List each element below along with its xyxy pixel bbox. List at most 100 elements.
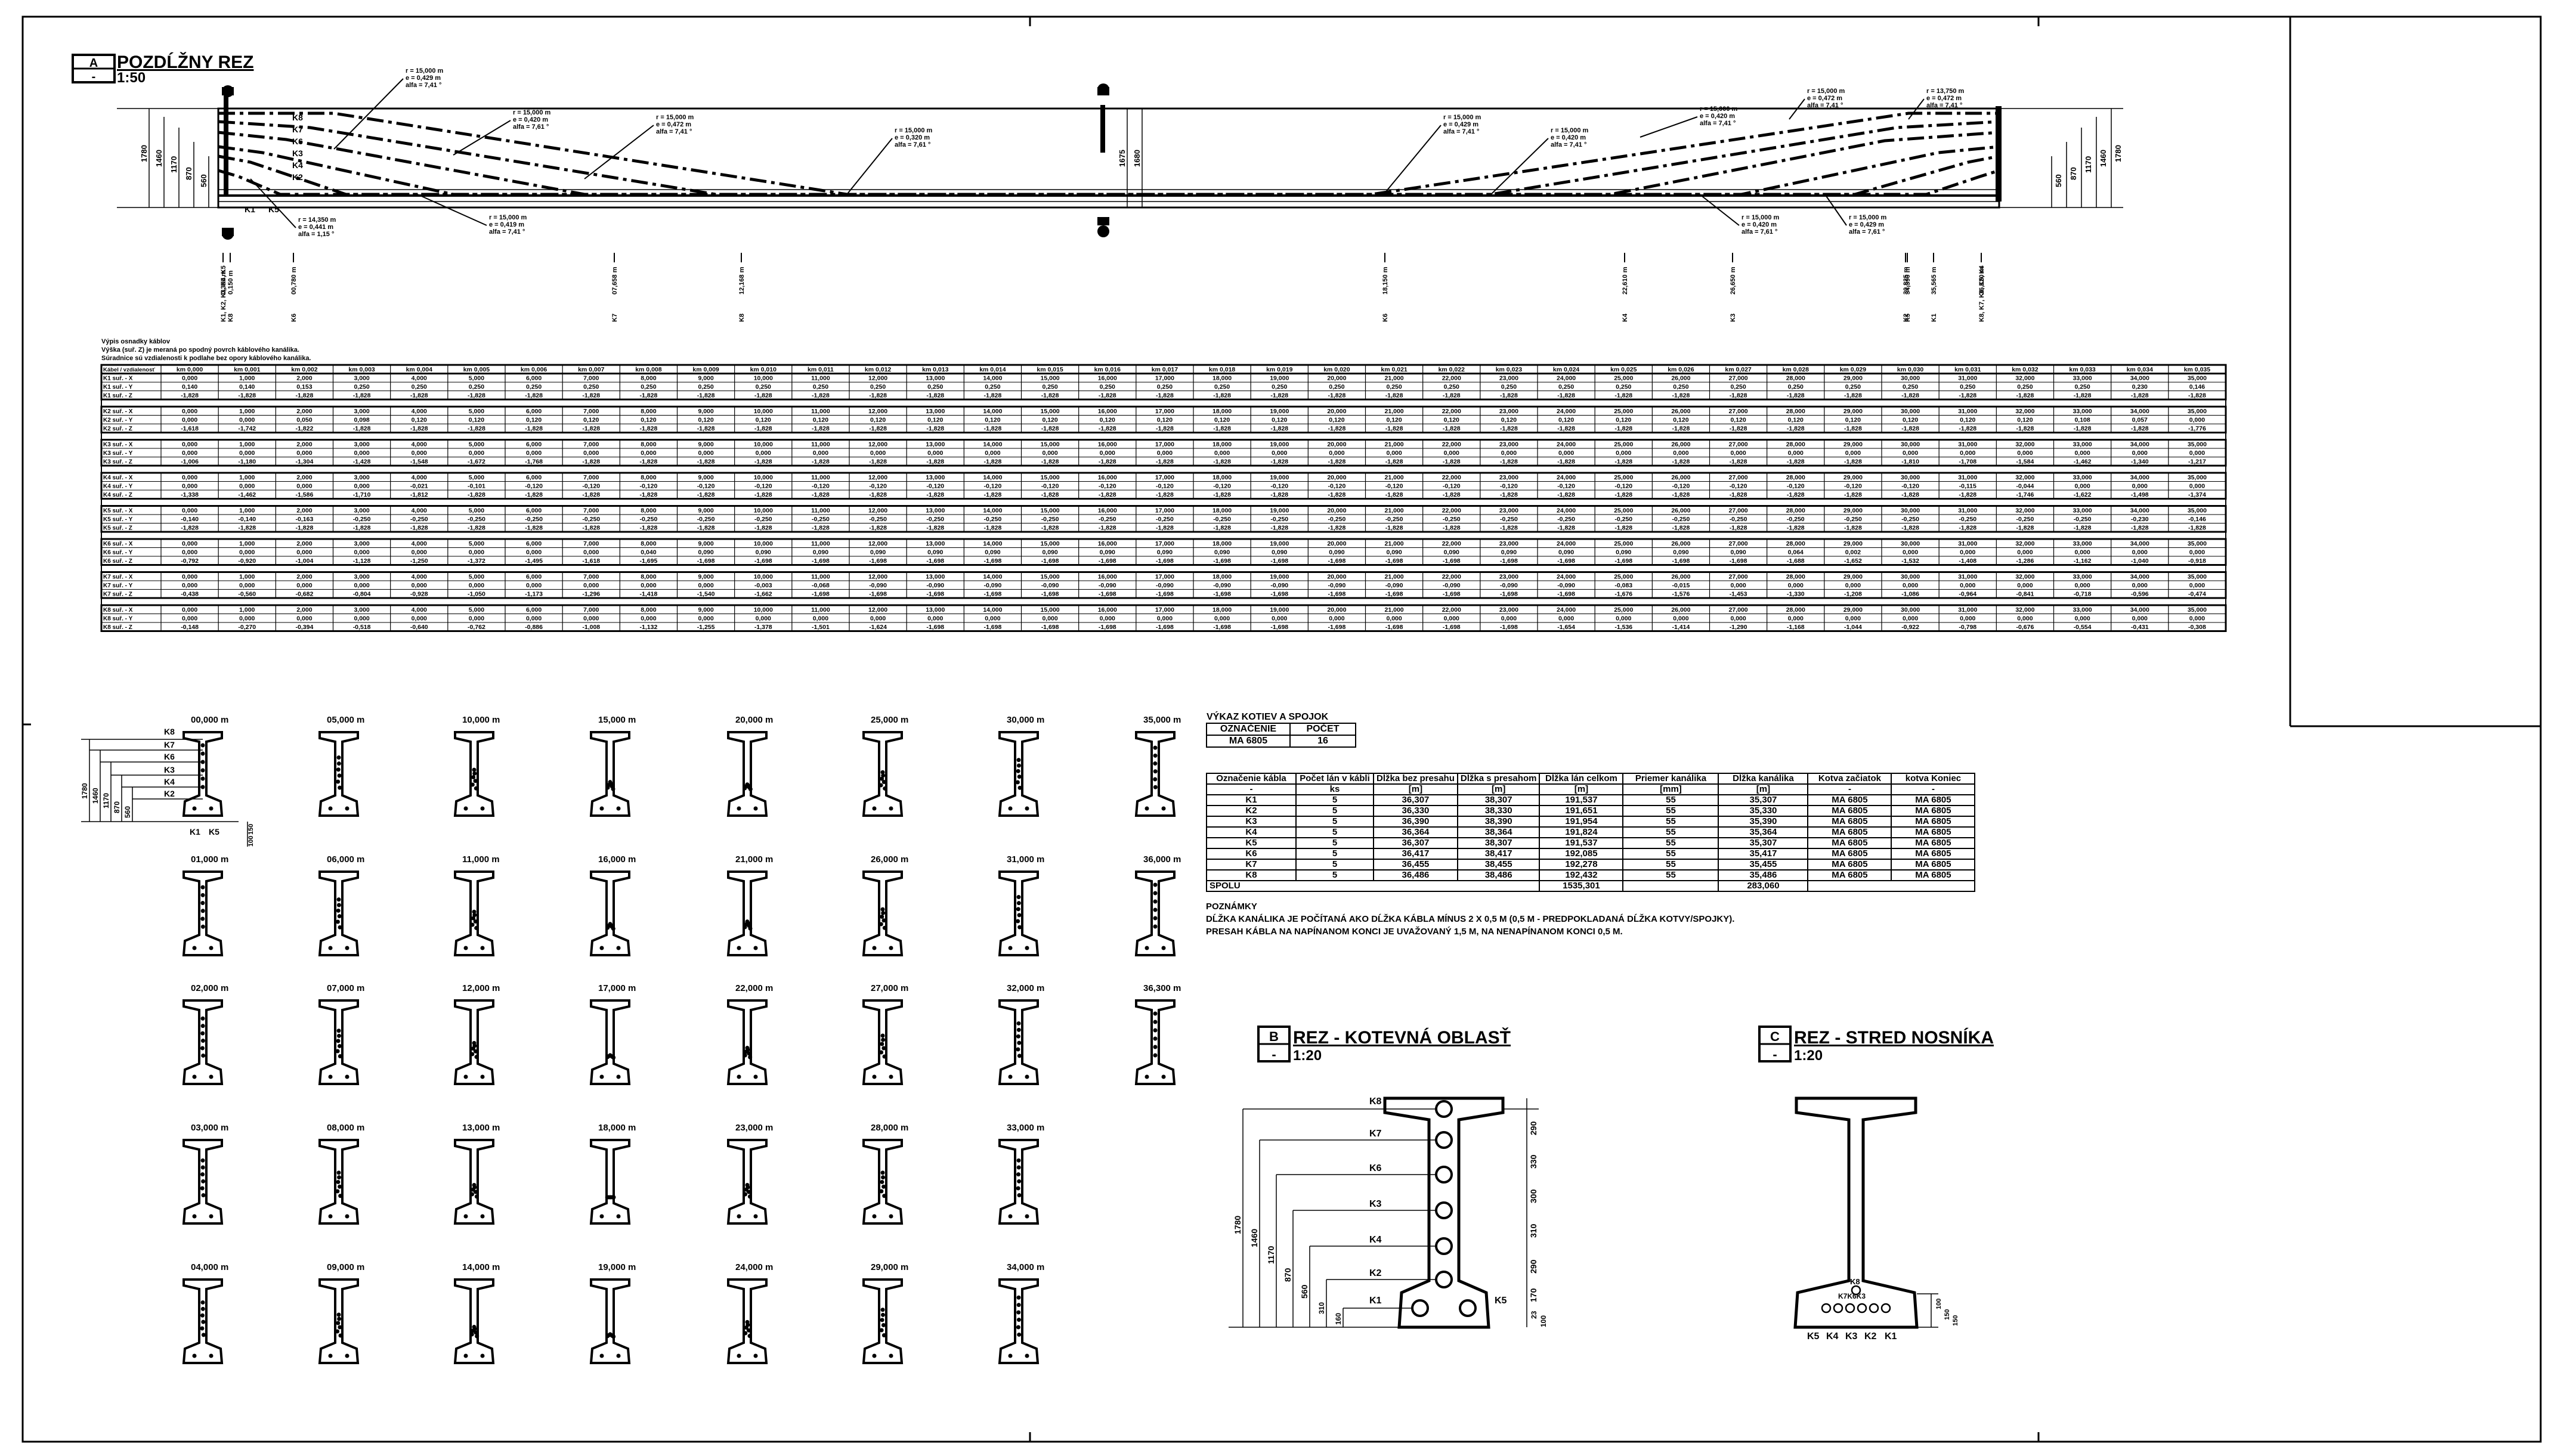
coord-cell: -1,828 — [1614, 491, 1632, 498]
duct-dot — [200, 924, 205, 929]
first-tendon: K3 — [164, 765, 175, 775]
coord-cell: 35,000 — [2188, 574, 2207, 581]
coord-cell: -1,828 — [2074, 525, 2092, 532]
coord-cell: 0,090 — [1444, 549, 1459, 556]
duct-label: K6 — [1369, 1163, 1382, 1173]
coord-cell: 28,000 — [1786, 540, 1805, 547]
duct-dot — [881, 910, 886, 915]
coord-cell: -1,828 — [926, 491, 944, 498]
coord-cell: 21,000 — [1385, 474, 1404, 481]
cable-table-cell: 191,651 — [1539, 805, 1624, 817]
duct-dot — [200, 751, 205, 756]
duct-dot — [1025, 1214, 1029, 1219]
coord-cell: 0,000 — [2074, 615, 2090, 622]
duct-dot — [599, 1353, 604, 1358]
coord-cell: -1,828 — [1041, 425, 1059, 432]
coord-cell: 27,000 — [1729, 574, 1748, 581]
coord-cell: 0,250 — [1730, 383, 1746, 391]
coord-cell: -1,828 — [1844, 525, 1862, 532]
section-c-mark-top: C — [1770, 1029, 1780, 1044]
coord-cell: 0,000 — [1845, 582, 1861, 589]
coord-cell: -1,168 — [1787, 624, 1805, 631]
coord-cell: -1,498 — [2131, 491, 2149, 498]
curve-leader — [1908, 98, 1925, 120]
cross-section-outline — [589, 1139, 631, 1225]
duct-dot — [881, 780, 886, 785]
coord-cell: -1,698 — [1099, 557, 1116, 565]
coord-table-row: K2 suř. - Z-1,618-1,742-1,822-1,828-1,82… — [103, 425, 2206, 432]
duct-dot — [338, 1333, 343, 1338]
duct-dot — [1153, 924, 1158, 929]
duct-dot — [336, 1033, 341, 1038]
duct-dot — [881, 1184, 886, 1189]
curve-label-line: r = 15,000 m — [1551, 127, 1589, 134]
coord-cell: 0,000 — [2132, 582, 2148, 589]
cross-section-label: 30,000 m — [1007, 715, 1044, 725]
cross-section-outline — [182, 999, 224, 1085]
coord-cell: 0,000 — [2189, 417, 2205, 424]
coord-cell: 0,000 — [526, 450, 542, 457]
coord-cell: 0,250 — [1960, 383, 1975, 391]
coord-cell: 19,000 — [1270, 507, 1289, 515]
coord-cell: -1,698 — [984, 557, 1002, 565]
coord-cell: 0,000 — [813, 450, 828, 457]
cross-section-label: 31,000 m — [1007, 854, 1044, 865]
coord-row-label: K6 suř. - Y — [103, 550, 133, 556]
coord-cell: 0,000 — [1214, 615, 1230, 622]
duct-dot — [1153, 761, 1158, 766]
coord-cell: 0,000 — [182, 408, 197, 415]
coord-cell: 21,000 — [1385, 507, 1404, 515]
duct-dot — [480, 946, 485, 950]
section-a-mark-bottom: - — [92, 70, 96, 83]
coord-cell: 0,000 — [239, 549, 255, 556]
cross-section-outline — [589, 999, 631, 1085]
curve-leader — [333, 78, 404, 150]
coord-cell: -1,698 — [1500, 591, 1518, 598]
coord-cell: 0,000 — [698, 582, 713, 589]
coord-cell: 3,000 — [354, 507, 369, 515]
duct-dot — [1153, 1053, 1158, 1058]
section-c: C - REZ - STRED NOSNÍKA 1:20 K8 K7K6K3 K… — [1758, 1026, 1994, 1342]
coord-cell: 25,000 — [1614, 540, 1633, 547]
coord-table-header: km 0,008 — [635, 366, 662, 373]
coord-cell: 0,000 — [469, 549, 484, 556]
coord-cell: 0,250 — [1616, 383, 1631, 391]
duct-dot — [1016, 1172, 1021, 1177]
cross-section: 08,000 m — [318, 1123, 364, 1225]
duct-dot — [880, 770, 885, 775]
coord-cell: 11,000 — [811, 375, 830, 382]
coord-cell: 11,000 — [811, 474, 830, 481]
cross-section-outline — [453, 870, 495, 956]
coord-cell: 7,000 — [583, 574, 599, 581]
coord-cell: -0,798 — [1959, 624, 1976, 631]
cross-section-label: 19,000 m — [598, 1262, 636, 1272]
coord-row-label: K2 suř. - X — [103, 408, 133, 415]
coord-table-header: km 0,026 — [1668, 366, 1694, 373]
coord-cell: 0,000 — [2074, 549, 2090, 556]
coord-cell: -1,828 — [1557, 425, 1575, 432]
coord-cell: -1,828 — [1328, 491, 1346, 498]
coord-cell: -1,676 — [1614, 591, 1632, 598]
coord-cell: -0,090 — [1443, 582, 1461, 589]
coord-cell: -1,828 — [1099, 425, 1116, 432]
coord-cell: 22,000 — [1442, 540, 1461, 547]
coord-cell: -1,828 — [525, 392, 543, 399]
cross-section: 30,000 m — [998, 715, 1044, 817]
coord-cell: 0,250 — [1673, 383, 1688, 391]
coord-cell: -0,474 — [2188, 591, 2206, 598]
coord-table-header: km 0,035 — [2184, 366, 2211, 373]
coord-cell: -0,021 — [410, 483, 428, 490]
cable-table-cell: 35,486 — [1718, 869, 1809, 881]
coord-cell: -1,698 — [1041, 557, 1059, 565]
duct-dot — [469, 1332, 474, 1337]
duct-dot — [743, 1053, 747, 1058]
cable-table-cell: 5 — [1295, 805, 1374, 817]
coord-cell: 0,120 — [813, 417, 828, 424]
coord-cell: -0,250 — [1099, 516, 1116, 523]
duct-dot — [474, 925, 479, 930]
coord-cell: -1,828 — [754, 525, 772, 532]
cross-section: 13,000 m — [453, 1123, 500, 1225]
